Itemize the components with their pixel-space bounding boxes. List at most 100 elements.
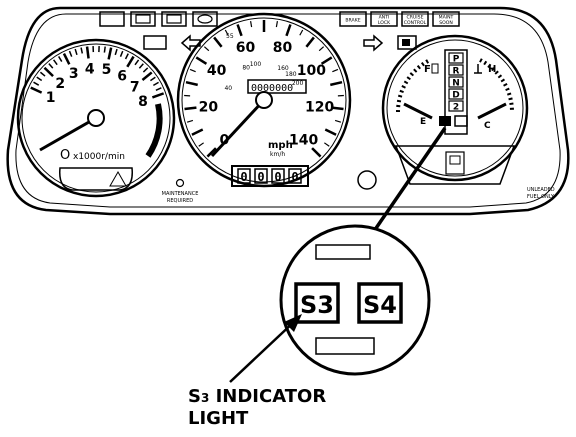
speedo-tick	[276, 21, 277, 27]
speedo-needle	[212, 100, 264, 156]
speedo-tick	[300, 30, 303, 35]
speedo-mph-label: 20	[199, 99, 219, 115]
temp-cold-label: C	[484, 121, 491, 131]
tach-label: 4	[85, 61, 95, 77]
tach-unit-o: O	[60, 148, 70, 163]
temp-hot-label: H	[488, 64, 496, 75]
maintenance-lamp	[177, 180, 184, 187]
fuel-pump-icon	[432, 64, 438, 73]
tach-unit: x1000r/min	[73, 152, 125, 162]
speedo-tick	[335, 120, 341, 122]
tach-tick	[75, 49, 77, 55]
battery-icon	[136, 15, 150, 23]
speedo-tick	[330, 82, 342, 85]
gear-letter: 2	[453, 103, 459, 113]
s3-indicator-label: S3	[300, 291, 334, 319]
gear-letter: P	[453, 55, 460, 65]
fuel-full-label: F	[424, 64, 431, 75]
tach-tick	[31, 88, 42, 93]
gear-letter: N	[452, 79, 460, 89]
text-lamp-label: BRAKE	[345, 18, 360, 24]
speedo-tick	[238, 24, 242, 35]
speedo-kmh-label: 180	[285, 71, 297, 78]
tach-tick	[115, 49, 117, 55]
car-top-icon	[446, 152, 464, 174]
tach-redline	[148, 104, 160, 156]
high-beam-icon-fill	[402, 39, 410, 46]
tach-hub	[88, 110, 104, 126]
speedo-tick	[251, 21, 252, 27]
callout-arrow	[230, 314, 302, 382]
speedo-tick	[214, 37, 221, 46]
tach-tick	[142, 72, 151, 80]
speedo-tick	[325, 130, 336, 135]
tach-tick	[40, 72, 45, 76]
tach-tick	[139, 64, 143, 69]
s4-lamp-small	[455, 116, 467, 126]
tach-tick	[156, 88, 161, 91]
tach-tick	[49, 64, 53, 69]
speedo-tick	[192, 130, 203, 135]
text-lamp-label: MAINT	[439, 15, 454, 21]
speedo-tick	[286, 24, 290, 35]
s4-indicator-label: S4	[363, 291, 397, 319]
unleaded-label-1: UNLEADED	[527, 187, 555, 193]
speedo-mph-label: 100	[297, 63, 326, 79]
door-icon	[167, 15, 181, 23]
tach-lower-window	[60, 168, 133, 190]
tach-tick	[120, 51, 122, 57]
speedo-tick	[186, 82, 198, 85]
tach-tick	[81, 48, 82, 54]
speedo-tick	[199, 143, 204, 146]
tach-tick	[54, 60, 58, 65]
trip-digit: 0	[274, 170, 281, 184]
fuel-empty-label: E	[420, 117, 426, 127]
speedo-tick	[185, 108, 197, 109]
tach-tick	[87, 47, 88, 59]
tach-tick	[34, 82, 39, 85]
tach-tick	[150, 77, 155, 80]
trip-digit: 0	[240, 170, 247, 184]
gear-letter: D	[452, 91, 459, 101]
speedo-tick	[187, 120, 193, 122]
speedo-tick	[306, 37, 313, 46]
tach-tick	[127, 57, 133, 67]
coolant-temp-icon	[474, 64, 482, 73]
speedo-mph-label: 60	[236, 40, 256, 56]
round-indicator-lamp	[358, 171, 376, 189]
speedo-unit-mph: mph	[268, 140, 293, 151]
speedo-hub	[256, 92, 272, 108]
maintenance-label-1: MAINTENANCE	[162, 191, 199, 197]
fuel-needle	[404, 104, 432, 118]
text-lamp-label: CONTROL	[404, 20, 427, 26]
tach-tick	[69, 51, 71, 57]
text-lamp-label: ANTI	[379, 15, 390, 21]
callout-line-2: LIGHT	[188, 408, 249, 429]
trip-digit: 0	[257, 170, 264, 184]
speedo-mph-label: 40	[207, 63, 227, 79]
car-top-icon-window	[450, 156, 460, 164]
zoom-leader-line	[372, 128, 445, 234]
zoom-detail: S3 S4	[281, 226, 429, 374]
right-turn-signal-icon	[364, 36, 382, 50]
tach-label: 3	[69, 66, 79, 82]
maintenance-label-2: REQUIRED	[167, 198, 193, 204]
speedo-kmh-label: 100	[250, 61, 262, 68]
tach-tick	[104, 47, 105, 53]
tach-label: 2	[55, 76, 65, 92]
tach-tick	[135, 60, 139, 65]
speedo-tick	[332, 69, 338, 71]
speedo-tick	[204, 47, 208, 51]
tach-tick	[153, 82, 158, 85]
headlight-icon	[144, 36, 166, 49]
tach-label: 8	[138, 94, 148, 110]
left-turn-signal-icon	[182, 36, 200, 50]
odometer-reading: 0000000	[251, 83, 293, 94]
tach-tick	[109, 48, 112, 60]
unleaded-label-2: FUEL ONLY	[527, 194, 555, 200]
speedo-kmh-label: 200	[292, 80, 304, 87]
speedo-tick	[319, 47, 323, 51]
oil-pressure-icon	[198, 15, 212, 23]
